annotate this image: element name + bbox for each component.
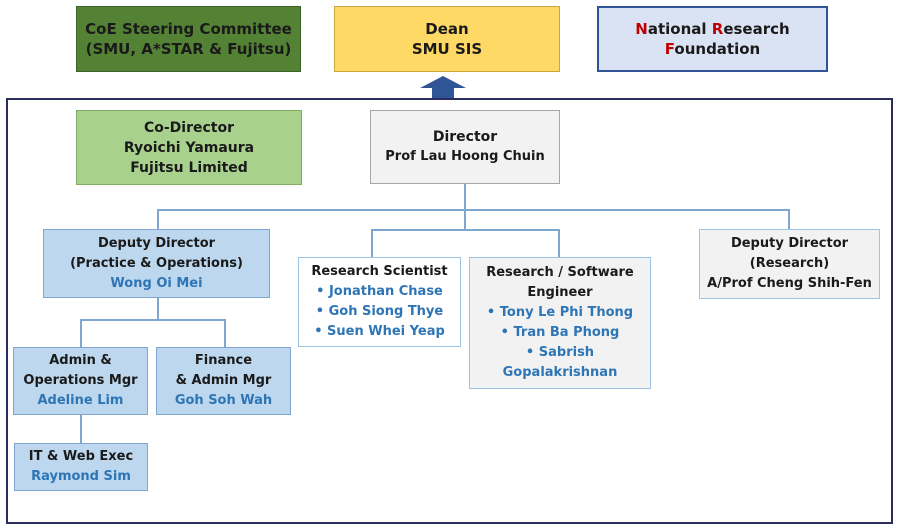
admin-operations-box: Admin & Operations Mgr Adeline Lim bbox=[13, 347, 148, 415]
nrf-word1-rest: ational bbox=[647, 20, 712, 38]
dean-unit: SMU SIS bbox=[411, 40, 483, 58]
director-box: Director Prof Lau Hoong Chuin bbox=[370, 110, 560, 184]
list-item: Suen Whei Yeap bbox=[314, 322, 445, 342]
deputy-director-practice-box: Deputy Director (Practice & Operations) … bbox=[43, 229, 270, 298]
research-scientist-title: Research Scientist bbox=[311, 264, 448, 279]
admin-ops-name: Adeline Lim bbox=[37, 393, 124, 408]
list-item: Tony Le Phi Thong bbox=[487, 303, 633, 323]
finance-admin-line1: Finance bbox=[194, 353, 253, 368]
nrf-initial-n: N bbox=[635, 20, 648, 38]
connector-admin-horizontal bbox=[80, 319, 226, 321]
research-engineer-extra-line: Gopalakrishnan bbox=[502, 365, 618, 380]
nrf-initial-r: R bbox=[711, 20, 724, 38]
organization-frame bbox=[6, 98, 893, 524]
steering-line1: CoE Steering Committee bbox=[85, 20, 292, 38]
research-engineer-title1: Research / Software bbox=[486, 265, 634, 280]
research-engineer-title2: Engineer bbox=[527, 285, 593, 300]
co-director-title: Co-Director bbox=[143, 119, 235, 136]
deputy-practice-title: Deputy Director bbox=[97, 235, 216, 251]
nrf-word2-rest: esearch bbox=[723, 20, 790, 38]
connector-deputy-practice bbox=[157, 209, 159, 229]
connector-deputy-research bbox=[788, 209, 790, 229]
connector-practice-down bbox=[157, 298, 159, 320]
connector-engineer bbox=[558, 229, 560, 257]
research-engineer-list: Tony Le Phi Thong Tran Ba Phong Sabrish bbox=[487, 303, 633, 363]
deputy-research-subtitle: (Research) bbox=[749, 256, 830, 271]
research-scientist-list: Jonathan Chase Goh Siong Thye Suen Whei … bbox=[314, 282, 445, 342]
list-item: Goh Siong Thye bbox=[314, 302, 445, 322]
dean-box: Dean SMU SIS bbox=[334, 6, 560, 72]
deputy-director-research-box: Deputy Director (Research) A/Prof Cheng … bbox=[699, 229, 880, 299]
connector-research-horizontal bbox=[371, 229, 560, 231]
co-director-box: Co-Director Ryoichi Yamaura Fujitsu Limi… bbox=[76, 110, 302, 185]
research-engineer-box: Research / Software Engineer Tony Le Phi… bbox=[469, 257, 651, 389]
admin-ops-line2: Operations Mgr bbox=[23, 373, 138, 388]
co-director-org: Fujitsu Limited bbox=[130, 159, 248, 176]
steering-line2: (SMU, A*STAR & Fujitsu) bbox=[85, 40, 292, 58]
connector-finance bbox=[224, 319, 226, 347]
list-item: Sabrish bbox=[487, 343, 633, 363]
connector-director-down bbox=[464, 184, 466, 210]
director-title: Director bbox=[432, 129, 498, 145]
list-item: Tran Ba Phong bbox=[487, 323, 633, 343]
connector-scientist bbox=[371, 229, 373, 257]
up-arrow-icon bbox=[420, 76, 466, 98]
deputy-practice-name: Wong Oi Mei bbox=[110, 275, 203, 291]
director-name: Prof Lau Hoong Chuin bbox=[385, 149, 545, 164]
it-web-exec-box: IT & Web Exec Raymond Sim bbox=[14, 443, 148, 491]
deputy-research-name: A/Prof Cheng Shih-Fen bbox=[707, 276, 872, 291]
admin-ops-line1: Admin & bbox=[49, 353, 112, 368]
dean-title: Dean bbox=[425, 20, 469, 38]
connector-main-horizontal bbox=[157, 209, 790, 211]
connector-it-web bbox=[80, 415, 82, 443]
nrf-initial-f: F bbox=[664, 40, 675, 58]
deputy-research-title: Deputy Director bbox=[730, 236, 849, 251]
nrf-line1: National Research bbox=[635, 19, 789, 39]
it-web-title: IT & Web Exec bbox=[28, 449, 134, 464]
nrf-line2: Foundation bbox=[665, 39, 760, 59]
connector-research-down bbox=[464, 210, 466, 230]
research-scientist-box: Research Scientist Jonathan Chase Goh Si… bbox=[298, 257, 461, 347]
finance-admin-line2: & Admin Mgr bbox=[175, 373, 272, 388]
nrf-word3-rest: oundation bbox=[674, 40, 761, 58]
connector-admin-ops bbox=[80, 319, 82, 347]
list-item: Jonathan Chase bbox=[314, 282, 445, 302]
finance-admin-name: Goh Soh Wah bbox=[174, 393, 273, 408]
deputy-practice-subtitle: (Practice & Operations) bbox=[70, 255, 243, 271]
it-web-name: Raymond Sim bbox=[31, 469, 131, 484]
steering-committee-box: CoE Steering Committee (SMU, A*STAR & Fu… bbox=[76, 6, 301, 72]
co-director-name: Ryoichi Yamaura bbox=[123, 139, 255, 156]
finance-admin-box: Finance & Admin Mgr Goh Soh Wah bbox=[156, 347, 291, 415]
nrf-box: National Research Foundation bbox=[597, 6, 828, 72]
